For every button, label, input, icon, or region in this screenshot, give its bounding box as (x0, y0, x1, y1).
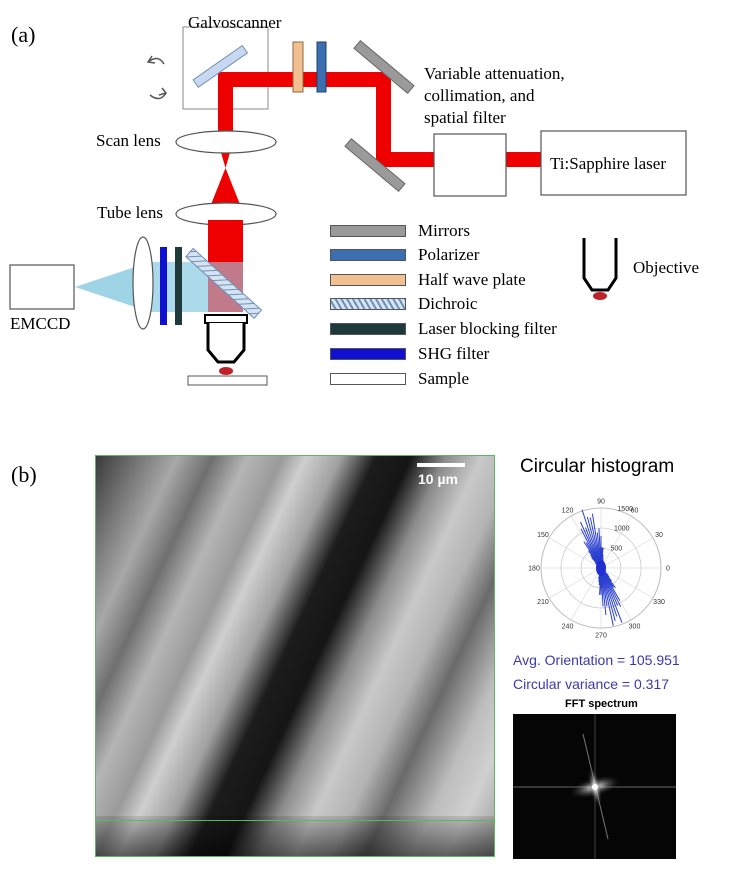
sample (187, 375, 268, 386)
setup-diagram (9, 26, 687, 386)
polar-radius-labels: 500 1000 1500 (610, 506, 633, 552)
mirror-lower (344, 137, 406, 193)
polar-histogram-bars (580, 509, 623, 626)
laser-label: Ti:Sapphire laser (550, 154, 667, 173)
legend-label: Dichroic (418, 294, 478, 313)
polar-center (596, 560, 606, 576)
polar-angle-label: 240 (562, 624, 574, 631)
galvoscanner-label: Galvoscanner (188, 13, 282, 32)
polar-histogram: 0 30 60 90 120 150 180 210 240 270 300 330 500 1000 1… (528, 499, 670, 640)
polar-spoke (548, 537, 602, 569)
emccd-label: EMCCD (10, 314, 71, 333)
polar-angle-label: 180 (528, 566, 540, 573)
attenuation-box (433, 133, 507, 197)
legend-label: Half wave plate (418, 270, 526, 289)
polar-angle-label: 210 (537, 599, 549, 606)
legend-label: SHG filter (418, 344, 490, 363)
shg-filter (160, 247, 167, 325)
mirror-upper (353, 39, 415, 95)
legend-label: Mirrors (418, 221, 470, 240)
polar-radius-label: 1500 (617, 506, 633, 513)
polar-bar (581, 509, 602, 569)
polar-angle-label: 150 (537, 532, 549, 539)
polar-angle-label: 30 (655, 532, 663, 539)
polar-angle-label: 0 (666, 566, 670, 573)
panel-b-label: (b) (11, 462, 37, 487)
polar-spoke (600, 567, 654, 599)
polar-angle-label: 90 (597, 499, 605, 506)
tube-lens-label: Tube lens (97, 203, 163, 222)
polar-angle-label: 300 (629, 624, 641, 631)
half-wave-plate (292, 41, 304, 93)
scale-bar (417, 463, 465, 467)
polarizer-swatch (330, 249, 406, 261)
legend-label: Sample (418, 369, 469, 388)
polar-bar (600, 567, 614, 626)
attenuation-label-line2: collimation, and (424, 86, 535, 105)
attenuation-label-line1: Variable attenuation, (424, 64, 565, 83)
laser-blocking-filter (175, 247, 182, 325)
polar-spoke (600, 537, 654, 569)
galvo-mirror (192, 44, 249, 88)
laser-beam-segment (208, 220, 243, 240)
legend-label: Polarizer (418, 245, 480, 264)
objective-legend-icon (582, 238, 618, 300)
dichroic (185, 247, 263, 319)
camera-lens (132, 236, 154, 330)
objective-label: Objective (633, 258, 700, 277)
dichroic-swatch (330, 298, 406, 310)
laser-blocking-filter-swatch (330, 323, 406, 335)
legend-label: Laser blocking filter (418, 319, 557, 338)
objective (204, 314, 248, 375)
rotation-arrow-icon (146, 55, 165, 65)
polar-spoke (600, 515, 632, 569)
polar-radius-label: 500 (610, 545, 622, 552)
polar-angle-label: 270 (595, 633, 607, 640)
mirror-swatch (330, 225, 406, 237)
scan-lens (175, 130, 277, 154)
image-guide-line (96, 820, 494, 821)
polar-bar (600, 567, 623, 623)
image-shading (96, 816, 494, 856)
avg-orientation: Avg. Orientation = 105.951 (513, 652, 680, 668)
shg-filter-swatch (330, 348, 406, 360)
fft-spectrum-image (513, 714, 676, 859)
polar-spoke (570, 567, 602, 621)
fft-title: FFT spectrum (565, 698, 638, 710)
circular-variance: Circular variance = 0.317 (513, 676, 670, 692)
laser-box (540, 130, 687, 196)
attenuation-label-line3: spatial filter (424, 108, 506, 127)
scan-lens-label: Scan lens (96, 131, 161, 150)
half-wave-plate-swatch (330, 274, 406, 286)
sample-swatch (330, 373, 406, 385)
polar-angle-label: 120 (562, 507, 574, 514)
emission-cone (75, 262, 150, 312)
shg-microscopy-image (95, 455, 495, 857)
polar-angle-label: 330 (653, 599, 665, 606)
histogram-title: Circular histogram (520, 456, 675, 477)
rotation-arrow-icon (149, 87, 168, 100)
scale-bar-label: 10 µm (418, 471, 458, 487)
polar-radius-label: 1000 (614, 526, 630, 533)
panel-a-label: (a) (11, 22, 36, 47)
polar-angle-labels: 0 30 60 90 120 150 180 210 240 270 300 330 (528, 499, 670, 640)
polar-spoke (548, 567, 602, 599)
emccd-box (9, 264, 75, 310)
polar-angle-label: 60 (631, 507, 639, 514)
polarizer (316, 41, 327, 93)
